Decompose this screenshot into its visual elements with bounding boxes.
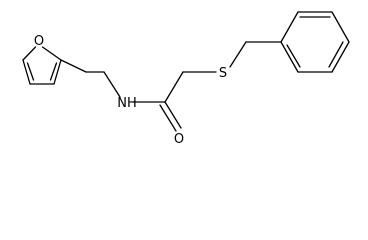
bond-benzene-3 <box>331 11 350 43</box>
main-chain <box>60 41 282 132</box>
carbonyl-oxygen-label: O <box>174 132 184 147</box>
bond-benzene-6 <box>280 41 299 73</box>
bond-furan-c5-o <box>22 46 37 61</box>
amide-nitrogen-label: NH <box>117 96 137 111</box>
bond-furan-c4-c5-inner <box>26 62 35 81</box>
bond-benzene-1 <box>280 11 299 43</box>
sulfur-label: S <box>219 66 227 81</box>
bond-benzene-inner-b <box>328 41 344 68</box>
bond-benzene-inner-c <box>286 44 301 68</box>
molecule-structure: O NH O S <box>22 11 350 147</box>
bond-s-ch2 <box>229 41 247 68</box>
atom-labels: O NH O S <box>34 34 227 147</box>
bond-furan-o-c2 <box>41 46 62 61</box>
bond-carbonyl-o-double <box>159 104 177 132</box>
bond-carbonyl-o <box>164 101 182 129</box>
bond-furan-c2-c3-inner <box>49 62 58 81</box>
bond-benzene-4 <box>331 41 350 73</box>
benzene-ring <box>280 11 350 73</box>
bond-furan-ch2 <box>60 59 87 73</box>
furan-ring <box>22 46 62 85</box>
bond-furan-c4-c5 <box>22 59 31 85</box>
bond-ch2-n <box>103 71 121 98</box>
furan-oxygen-label: O <box>34 34 44 49</box>
bond-carbonyl-ch2 <box>164 71 184 103</box>
bond-furan-c2-c3 <box>53 59 62 85</box>
